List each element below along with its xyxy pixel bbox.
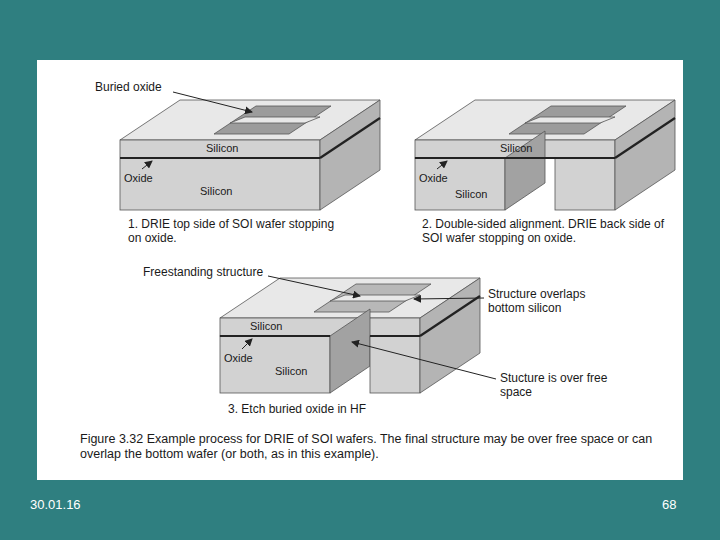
layer-label: Silicon	[455, 188, 487, 201]
step-text: 2. Double-sided alignment. DRIE back sid…	[422, 217, 677, 246]
step-text: 1. DRIE top side of SOI wafer stopping o…	[128, 217, 348, 246]
page-number: 68	[662, 497, 676, 513]
callout-label: Freestanding structure	[143, 265, 263, 279]
layer-label: Silicon	[200, 185, 232, 198]
layer-label: Oxide	[419, 172, 448, 185]
callout-label: Structure overlaps bottom silicon	[488, 287, 618, 316]
figure-caption: Figure 3.32 Example process for DRIE of …	[80, 432, 680, 462]
callout-label: Buried oxide	[95, 80, 162, 94]
layer-label: Silicon	[500, 142, 532, 155]
layer-label: Oxide	[124, 172, 153, 185]
layer-label: Silicon	[206, 142, 238, 155]
callout-label: Stucture is over free space	[500, 371, 630, 400]
slide-date: 30.01.16	[30, 497, 81, 513]
layer-label: Silicon	[275, 365, 307, 378]
layer-label: Silicon	[250, 320, 282, 333]
layer-label: Oxide	[224, 352, 253, 365]
step-text: 3. Etch buried oxide in HF	[228, 402, 366, 416]
